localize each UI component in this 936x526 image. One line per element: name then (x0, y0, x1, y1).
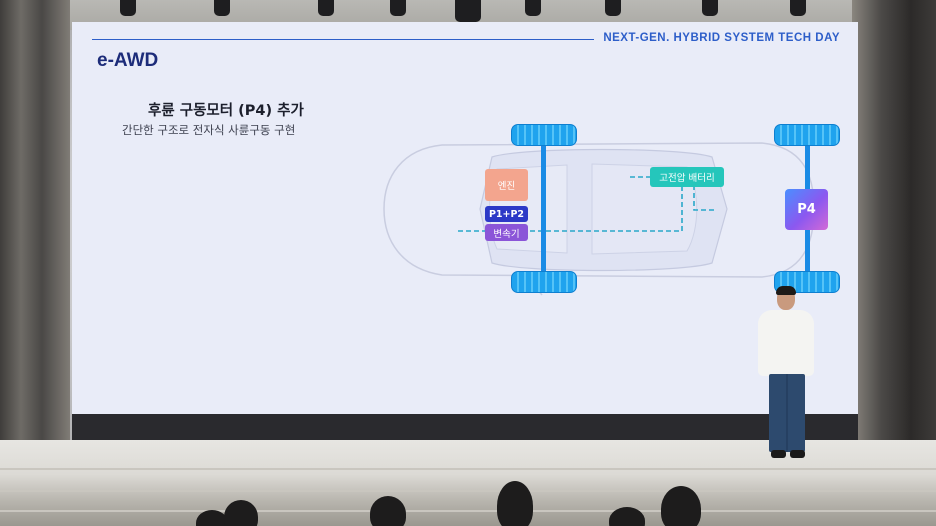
p4-motor-box: P4 (785, 189, 828, 230)
p1p2-motor-box: P1+P2 (485, 206, 528, 222)
battery-box: 고전압 배터리 (650, 167, 724, 187)
car-outline (383, 124, 815, 296)
presenter (752, 286, 820, 466)
front-axle (541, 135, 546, 283)
slide-title: e-AWD (97, 50, 159, 71)
stage-curtain-left (0, 0, 70, 440)
slide-subheading: 간단한 구조로 전자식 사륜구동 구현 (122, 123, 296, 137)
presenter-jeans (769, 374, 805, 452)
presenter-sweater (758, 310, 814, 376)
event-title: NEXT-GEN. HYBRID SYSTEM TECH DAY (603, 32, 840, 44)
transmission-box: 변속기 (485, 224, 528, 241)
presenter-shoe (790, 450, 805, 458)
front-right-tire (511, 271, 577, 293)
audience-head (370, 496, 406, 526)
stage-light (390, 0, 406, 16)
stage-light (790, 0, 806, 16)
stage-light (525, 0, 541, 16)
stage-curtain-right (852, 0, 936, 440)
audience-head (497, 481, 533, 526)
slide-heading: 후륜 구동모터 (P4) 추가 (148, 103, 304, 119)
stage-step (0, 468, 936, 470)
audience-head (661, 486, 701, 526)
stage-light (455, 0, 481, 22)
stage-light (702, 0, 718, 16)
presentation-slide: NEXT-GEN. HYBRID SYSTEM TECH DAY e-AWD 후… (72, 22, 858, 414)
audience-head (224, 500, 258, 526)
stage-light (120, 0, 136, 16)
header-line (92, 39, 594, 40)
stage-light (605, 0, 621, 16)
stage-step (0, 490, 936, 492)
stage-light (318, 0, 334, 16)
audience-head (609, 507, 645, 526)
drivetrain-diagram: 엔진 P1+P2 변속기 고전압 배터리 P4 (382, 117, 840, 302)
screen-base (72, 414, 858, 440)
engine-box: 엔진 (485, 169, 528, 201)
front-left-tire (511, 124, 577, 146)
rear-left-tire (774, 124, 840, 146)
presenter-hair (776, 286, 796, 295)
stage-step (0, 510, 936, 512)
stage-light (214, 0, 230, 16)
presenter-shoe (771, 450, 786, 458)
audience-head (196, 510, 228, 526)
